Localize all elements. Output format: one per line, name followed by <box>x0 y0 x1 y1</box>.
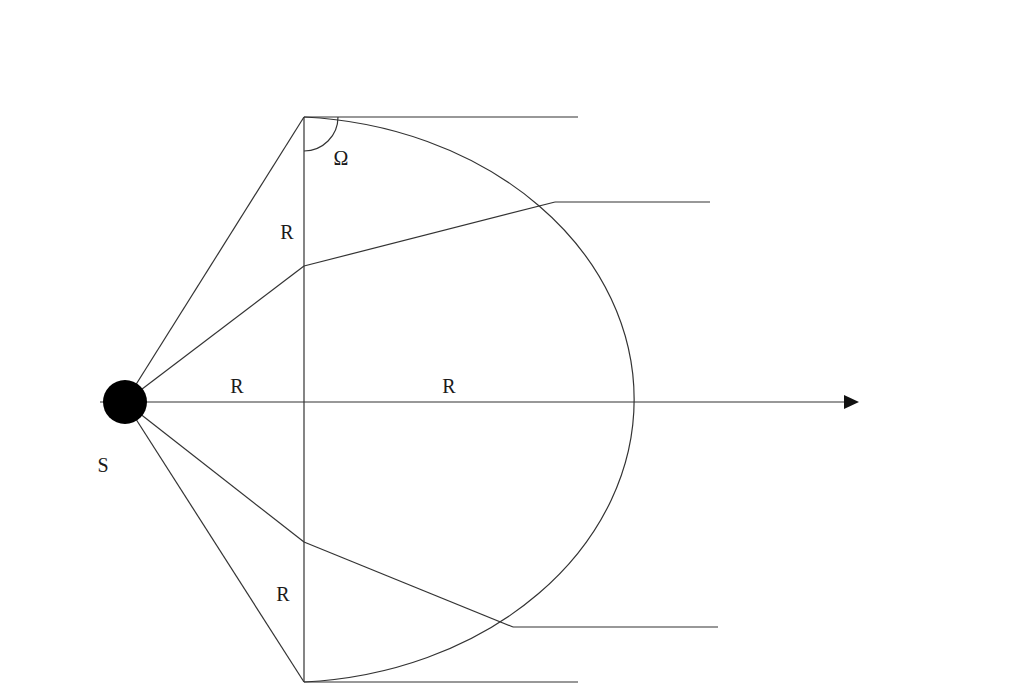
ray-line <box>304 116 578 117</box>
ray-line <box>125 117 304 402</box>
length-label: R <box>230 376 243 396</box>
length-label: R <box>442 376 455 396</box>
ray-line <box>125 266 304 402</box>
axis-line <box>100 401 846 402</box>
refracted-ray <box>304 542 513 627</box>
ray-line <box>125 402 304 682</box>
ray-line <box>125 402 304 542</box>
ray-line <box>304 681 578 682</box>
angle-arc <box>304 117 338 151</box>
source-label: S <box>97 455 108 475</box>
arrow-head <box>844 395 859 409</box>
ray-line <box>555 201 710 202</box>
length-label: R <box>276 584 289 604</box>
angle-label: Ω <box>334 148 349 168</box>
ray-line <box>513 626 718 627</box>
refracted-ray <box>304 202 555 266</box>
vertical-line <box>303 117 304 682</box>
length-label: R <box>280 222 293 242</box>
source-dot <box>103 380 147 424</box>
